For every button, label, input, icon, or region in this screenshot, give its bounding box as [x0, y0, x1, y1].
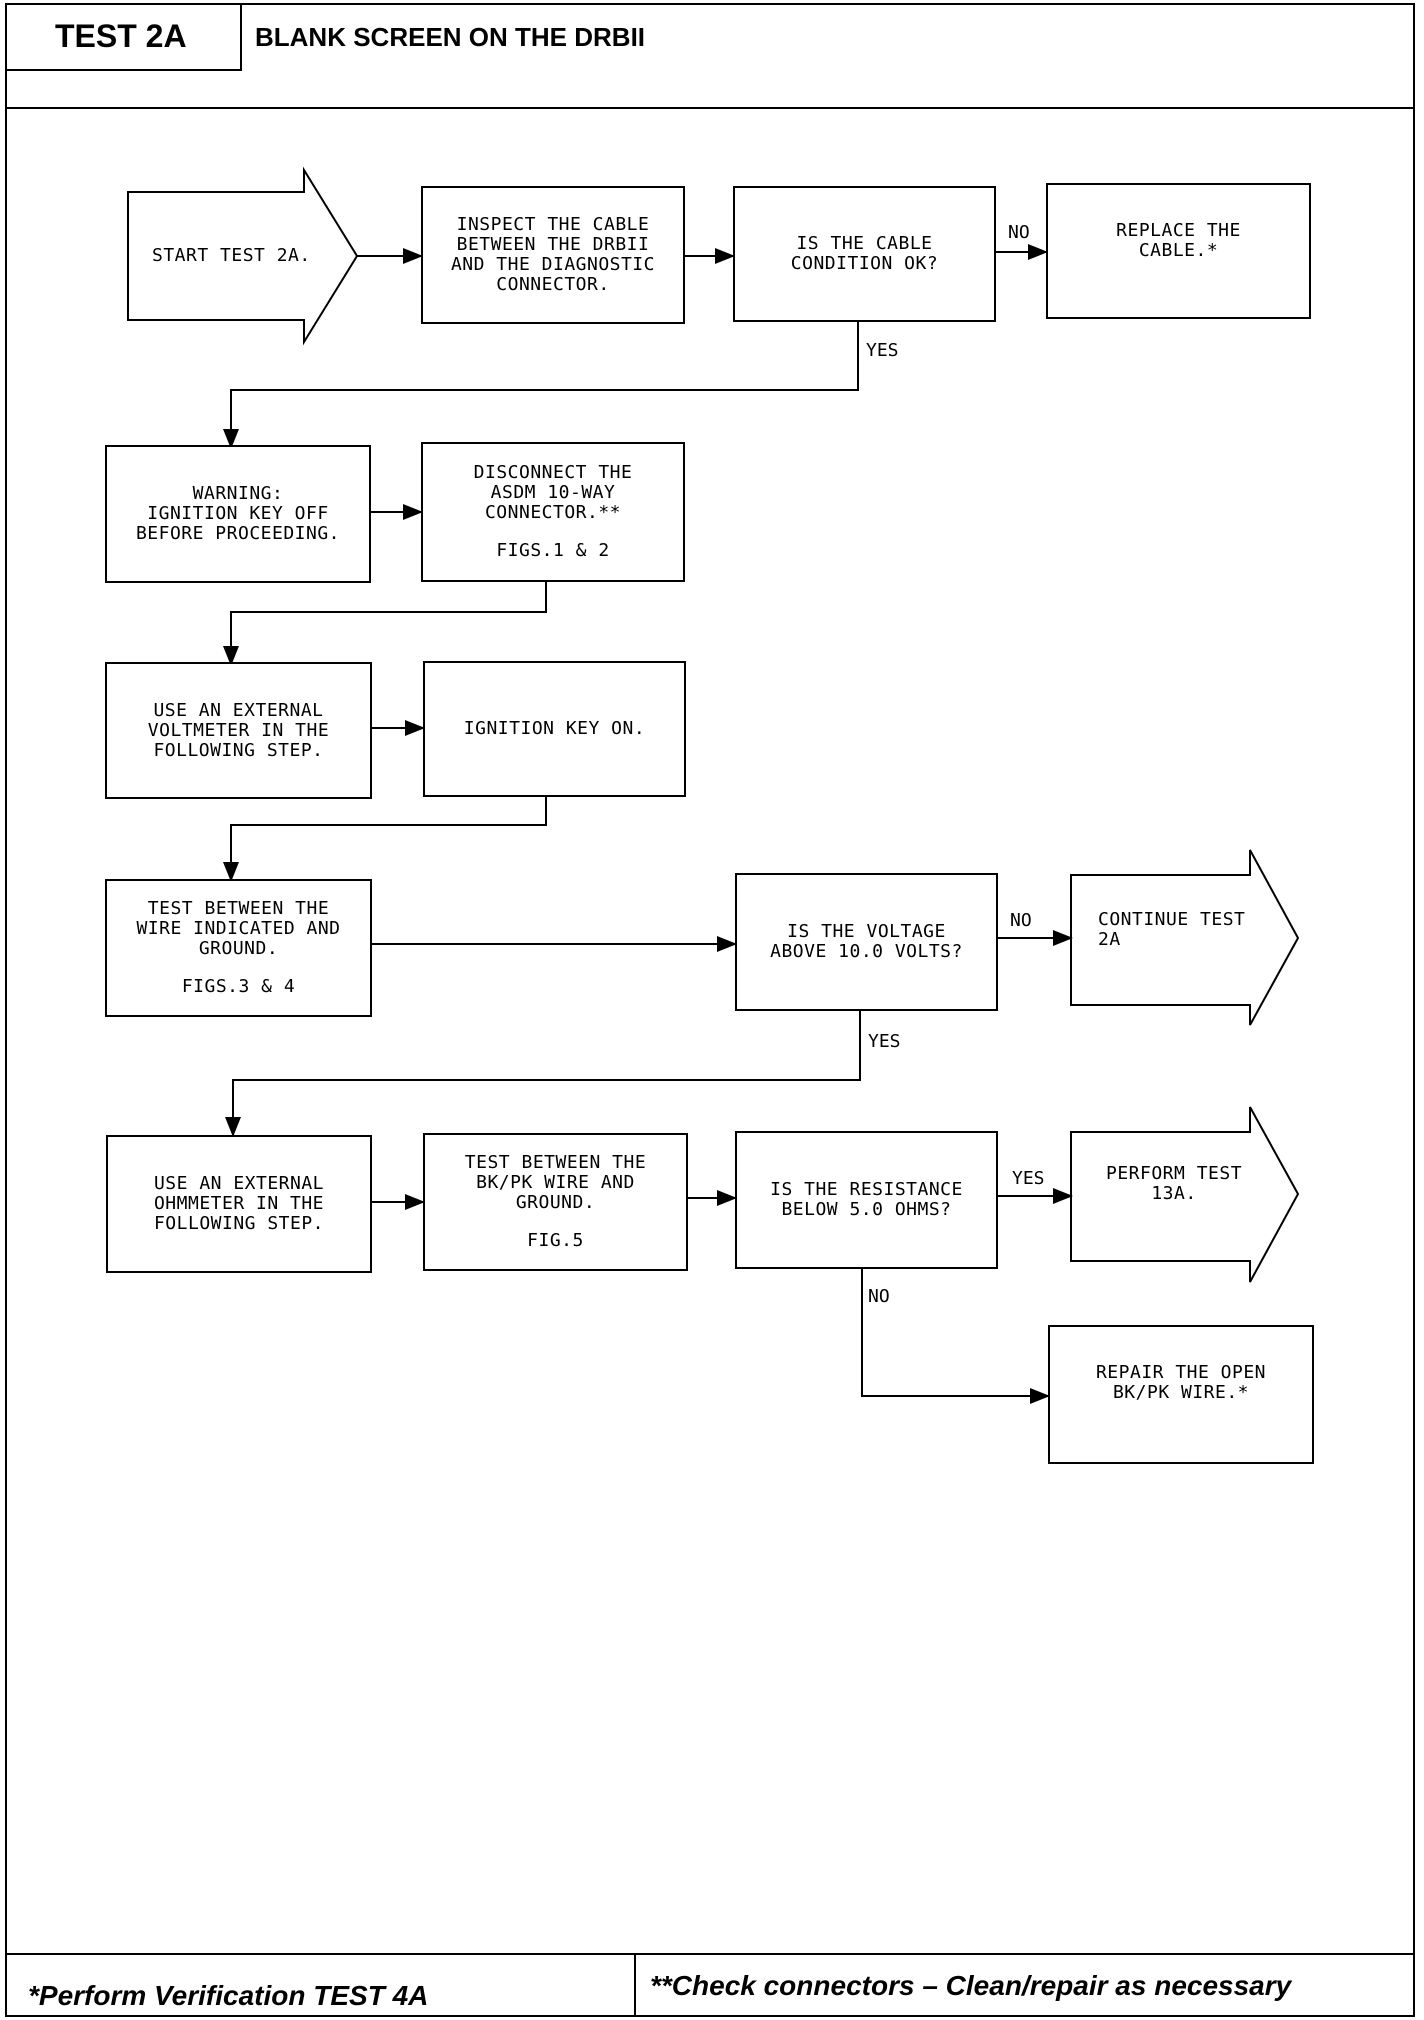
test-bkpk-text: TEST BETWEEN THE BK/PK WIRE AND GROUND. [464, 1152, 647, 1213]
test-bkpk-box: TEST BETWEEN THE BK/PK WIRE AND GROUND. … [423, 1133, 688, 1271]
resistance-no-label: NO [868, 1286, 890, 1307]
perform-arrow-shape [1070, 1106, 1300, 1283]
voltmeter-text: USE AN EXTERNAL VOLTMETER IN THE FOLLOWI… [147, 699, 330, 761]
resistance-question-text: IS THE RESISTANCE BELOW 5.0 OHMS? [770, 1179, 963, 1220]
footer-left-note: *Perform Verification TEST 4A [28, 1980, 429, 2011]
header-id-cell [5, 3, 242, 71]
voltage-question-text: IS THE VOLTAGE ABOVE 10.0 VOLTS? [770, 921, 963, 962]
footer-band [5, 1953, 1415, 2017]
voltage-question-box: IS THE VOLTAGE ABOVE 10.0 VOLTS? [735, 873, 998, 1011]
inspect-cable-text: INSPECT THE CABLE BETWEEN THE DRBII AND … [450, 214, 656, 295]
resistance-yes-label: YES [1012, 1168, 1045, 1189]
voltmeter-box: USE AN EXTERNAL VOLTMETER IN THE FOLLOWI… [105, 662, 372, 799]
repair-wire-box: REPAIR THE OPEN BK/PK WIRE.* [1048, 1325, 1314, 1464]
disconnect-text: DISCONNECT THE ASDM 10-WAY CONNECTOR.** [473, 462, 633, 523]
ohmmeter-box: USE AN EXTERNAL OHMMETER IN THE FOLLOWIN… [106, 1135, 372, 1273]
voltage-no-label: NO [1010, 910, 1032, 931]
footer-divider [634, 1953, 636, 2017]
cable-ok-question-box: IS THE CABLE CONDITION OK? [733, 186, 996, 322]
replace-cable-box: REPLACE THE CABLE.* [1046, 183, 1311, 319]
footer-right-note: **Check connectors – Clean/repair as nec… [650, 1970, 1292, 2001]
ignition-on-text: IGNITION KEY ON. [463, 718, 646, 739]
continue-test-label: CONTINUE TEST 2A [1098, 909, 1246, 950]
continue-arrow-shape [1070, 849, 1300, 1026]
test-id: TEST 2A [55, 18, 187, 54]
test-wire-fig-ref: FIGS.3 & 4 [181, 976, 296, 997]
replace-cable-text: REPLACE THE CABLE.* [1116, 220, 1241, 261]
disconnect-box: DISCONNECT THE ASDM 10-WAY CONNECTOR.** … [421, 442, 685, 582]
voltage-yes-label: YES [868, 1031, 901, 1052]
warning-box: WARNING: IGNITION KEY OFF BEFORE PROCEED… [105, 445, 371, 583]
test-wire-text: TEST BETWEEN THE WIRE INDICATED AND GROU… [136, 898, 341, 959]
perform-test-label: PERFORM TEST 13A. [1106, 1163, 1243, 1204]
warning-text: WARNING: IGNITION KEY OFF BEFORE PROCEED… [135, 483, 341, 544]
ohmmeter-text: USE AN EXTERNAL OHMMETER IN THE FOLLOWIN… [153, 1173, 325, 1234]
page-title: BLANK SCREEN ON THE DRBII [255, 22, 646, 52]
resistance-question-box: IS THE RESISTANCE BELOW 5.0 OHMS? [735, 1131, 998, 1269]
repair-wire-text: REPAIR THE OPEN BK/PK WIRE.* [1095, 1362, 1267, 1403]
cable-ok-question-text: IS THE CABLE CONDITION OK? [790, 233, 939, 274]
disconnect-fig-ref: FIGS.1 & 2 [496, 540, 610, 561]
cable-ok-no-label: NO [1008, 222, 1030, 243]
inspect-cable-box: INSPECT THE CABLE BETWEEN THE DRBII AND … [421, 186, 685, 324]
start-test-label: START TEST 2A. [152, 245, 311, 266]
test-wire-box: TEST BETWEEN THE WIRE INDICATED AND GROU… [105, 879, 372, 1017]
cable-ok-yes-label: YES [866, 340, 899, 361]
test-bkpk-fig-ref: FIG.5 [527, 1230, 584, 1251]
start-arrow-shape [127, 166, 359, 346]
ignition-on-box: IGNITION KEY ON. [423, 661, 686, 797]
